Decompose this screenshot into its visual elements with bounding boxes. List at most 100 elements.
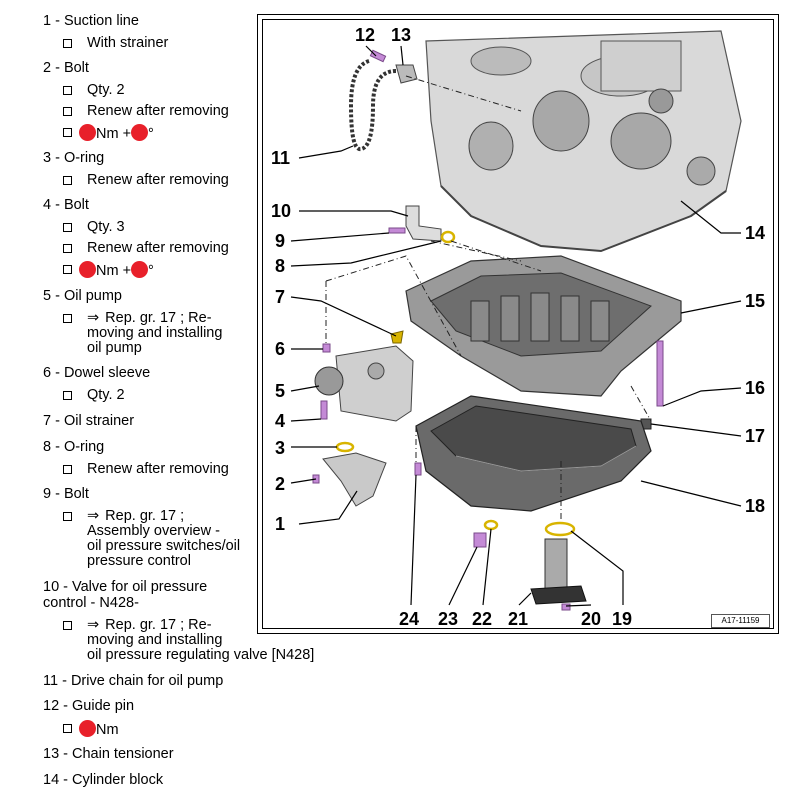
legend-item-1-title: 1 - Suction line xyxy=(43,13,139,29)
callout-6: 6 xyxy=(275,339,285,359)
arrow-icon: ⇒ xyxy=(87,508,100,524)
checkbox-bullet xyxy=(63,465,72,474)
legend-item-4-title: 4 - Bolt xyxy=(43,197,89,213)
legend-item-2-title: 2 - Bolt xyxy=(43,60,89,76)
checkbox-bullet xyxy=(63,724,72,733)
callout-19: 19 xyxy=(612,609,632,629)
legend-item-9-ref-line2: Assembly overview - xyxy=(87,523,220,539)
checkbox-bullet xyxy=(63,39,72,48)
legend-item-2-renew: Renew after removing xyxy=(87,103,229,119)
legend-item-8-note: Renew after removing xyxy=(87,461,229,477)
legend-item-2-qty: Qty. 2 xyxy=(87,82,125,98)
angle-value-dot xyxy=(131,261,149,278)
figure-id-label: A17-11159 xyxy=(711,614,770,628)
callout-9: 9 xyxy=(275,231,285,251)
angle-unit: ° xyxy=(148,263,154,279)
legend-item-7-title: 7 - Oil strainer xyxy=(43,413,135,429)
legend-item-8-title: 8 - O-ring xyxy=(43,439,105,455)
checkbox-bullet xyxy=(63,128,72,137)
torque-value-dot xyxy=(79,261,96,278)
legend-item-5-title: 5 - Oil pump xyxy=(43,288,122,304)
oil-pan-lower-section xyxy=(415,395,652,512)
callout-7: 7 xyxy=(275,287,285,307)
arrow-icon: ⇒ xyxy=(87,310,100,326)
legend-item-5-ref-line2: moving and installing xyxy=(87,325,223,341)
legend-item-9-title: 9 - Bolt xyxy=(43,486,89,502)
checkbox-bullet xyxy=(63,223,72,232)
bolt-4 xyxy=(320,400,328,420)
callout-16: 16 xyxy=(745,378,765,398)
oil-strainer xyxy=(390,330,404,344)
callout-8: 8 xyxy=(275,256,285,276)
exploded-view-drawing: 1 2 3 4 5 6 7 8 9 10 11 12 13 14 15 16 1… xyxy=(271,25,765,629)
torque-value-dot xyxy=(79,124,96,141)
legend-item-2-torque: Nm +° xyxy=(79,124,154,143)
bolt-16 xyxy=(656,340,664,407)
callout-5: 5 xyxy=(275,381,285,401)
legend-item-4-renew: Renew after removing xyxy=(87,240,229,256)
dowel-sleeve xyxy=(322,343,331,353)
bolt-24 xyxy=(414,462,422,476)
angle-value-dot xyxy=(131,124,149,141)
checkbox-bullet xyxy=(63,244,72,253)
legend-item-3-note: Renew after removing xyxy=(87,172,229,188)
parts-legend: 1 - Suction line With strainer 2 - Bolt … xyxy=(0,0,314,794)
legend-item-6-qty: Qty. 2 xyxy=(87,387,125,403)
callout-11: 11 xyxy=(271,148,290,168)
callout-22: 22 xyxy=(472,609,492,629)
callout-2: 2 xyxy=(275,474,285,494)
bolt-9 xyxy=(388,227,406,234)
cylinder-block xyxy=(425,30,742,253)
callout-labels: 1 2 3 4 5 6 7 8 9 10 11 12 13 14 15 16 1… xyxy=(271,25,765,629)
legend-item-9-ref-line3: oil pressure switches/oil xyxy=(87,538,241,554)
rep-gr-17-link[interactable]: Rep. gr. 17 ; Re- xyxy=(105,617,212,633)
callout-17: 17 xyxy=(745,426,765,446)
callout-14: 14 xyxy=(745,223,765,243)
checkbox-bullet xyxy=(63,86,72,95)
callout-20: 20 xyxy=(581,609,601,629)
callout-1: 1 xyxy=(275,514,285,534)
rep-gr-17-link[interactable]: Rep. gr. 17 ; xyxy=(105,508,185,524)
arrow-icon: ⇒ xyxy=(87,617,100,633)
checkbox-bullet xyxy=(63,621,72,630)
legend-item-10-ref-line1: ⇒ Rep. gr. 17 ; Re- xyxy=(87,617,212,634)
callout-23: 23 xyxy=(438,609,458,629)
legend-item-12-torque: Nm xyxy=(79,720,119,739)
callout-3: 3 xyxy=(275,438,285,458)
seal-22 xyxy=(483,519,499,531)
legend-item-5-ref-line1: ⇒ Rep. gr. 17 ; Re- xyxy=(87,310,212,327)
screw-plug-23 xyxy=(473,532,487,548)
legend-item-10-ref-line2: moving and installing xyxy=(87,632,223,648)
checkbox-bullet xyxy=(63,107,72,116)
checkbox-bullet xyxy=(63,512,72,521)
oil-pump xyxy=(314,345,414,422)
leader-lines xyxy=(290,45,742,607)
guide-pin xyxy=(369,49,387,63)
checkbox-bullet xyxy=(63,314,72,323)
callout-21: 21 xyxy=(508,609,528,629)
drive-chain xyxy=(348,59,397,151)
checkbox-bullet xyxy=(63,391,72,400)
legend-item-4-torque: Nm + ° xyxy=(79,261,154,280)
callout-15: 15 xyxy=(745,291,765,311)
bolt-20 xyxy=(561,603,571,611)
legend-item-4-qty: Qty. 3 xyxy=(87,219,125,235)
oil-level-sender xyxy=(530,538,587,605)
legend-item-6-title: 6 - Dowel sleeve xyxy=(43,365,151,381)
legend-item-13-title: 13 - Chain tensioner xyxy=(43,746,174,762)
legend-item-10-title-line1: 10 - Valve for oil pressure xyxy=(43,579,208,595)
legend-item-14-title: 14 - Cylinder block xyxy=(43,772,164,788)
checkbox-bullet xyxy=(63,176,72,185)
torque-value-dot xyxy=(79,720,96,737)
rep-gr-17-link[interactable]: Rep. gr. 17 ; Re- xyxy=(105,310,212,326)
legend-item-9-ref-line1: ⇒ Rep. gr. 17 ; xyxy=(87,508,184,525)
oil-pressure-valve xyxy=(405,205,442,242)
torque-unit: Nm + xyxy=(96,126,132,142)
legend-item-10-title-line2: control - N428- xyxy=(43,595,139,611)
chain-tensioner xyxy=(395,64,418,84)
callout-24: 24 xyxy=(399,609,419,629)
checkbox-bullet xyxy=(63,265,72,274)
torque-unit: Nm + xyxy=(96,263,132,279)
legend-item-9-ref-line4: pressure control xyxy=(87,553,191,569)
legend-item-1-note: With strainer xyxy=(87,35,169,51)
